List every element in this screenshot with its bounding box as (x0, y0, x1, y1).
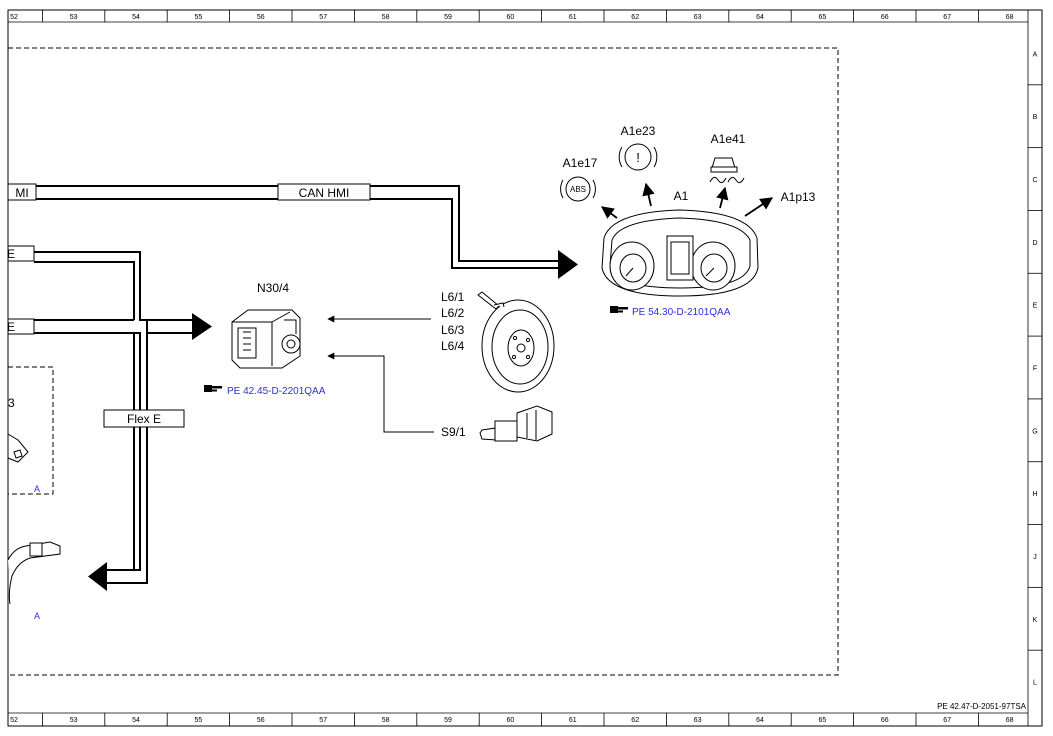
grid-row-label: K (1033, 617, 1038, 624)
document-id: PE 42.47-D-2051-97TSA (937, 702, 1027, 711)
esp-control-unit-icon (231, 309, 301, 369)
esp-skid-warning-icon (709, 157, 745, 184)
grid-column-label: 63 (694, 14, 702, 21)
l6-4-label: L6/4 (441, 339, 465, 353)
grid-column-label: 55 (195, 14, 203, 21)
grid-column-label: 68 (1006, 717, 1014, 724)
grid-column-label: 52 (10, 717, 18, 724)
grid-column-label: 58 (382, 717, 390, 724)
flex-e-label: Flex E (127, 412, 161, 426)
n30-4-label: N30/4 (257, 281, 289, 295)
wheel-speed-sensor-icon (477, 291, 505, 310)
drawing-frame: 52 52 53 53 54 54 55 55 56 56 57 57 58 58 59 59 60 60 61 61… (7, 9, 1043, 727)
a1e23-label: A1e23 (621, 124, 656, 138)
flex-e-arrow-left (88, 562, 107, 591)
cluster-reference-link[interactable]: PE 54.30-D-2101QAA (632, 307, 731, 318)
grid-column-label: 64 (756, 14, 764, 21)
esp-reference-link[interactable]: PE 42.45-D-2201QAA (227, 386, 326, 397)
grid-column-label: 65 (819, 14, 827, 21)
grid-row-label: F (1033, 366, 1037, 373)
grid-row-label: C (1032, 177, 1037, 184)
grid-column-label: 55 (195, 717, 203, 724)
a1p13-label: A1p13 (781, 190, 816, 204)
brake-disc-icon (481, 299, 555, 393)
grid-column-label: 60 (507, 717, 515, 724)
grid-row-label: G (1032, 428, 1037, 435)
hmi-stub-label: MI (15, 186, 28, 200)
can-hmi-bus (36, 185, 559, 269)
grid-row-label: A (1033, 51, 1038, 58)
stub-box-1 (7, 245, 35, 262)
l6-3-label: L6/3 (441, 323, 465, 337)
grid-column-label: 56 (257, 14, 265, 21)
a1e41-label: A1e41 (711, 132, 746, 146)
grid-column-label: 59 (444, 717, 452, 724)
grid-column-label: 64 (756, 717, 764, 724)
hmi-stub-box (7, 183, 37, 201)
grid-row-label: H (1032, 491, 1037, 498)
grid-column-label: 53 (70, 14, 78, 21)
l6-1-label: L6/1 (441, 290, 465, 304)
cluster-reference[interactable]: PE 54.30-D-2101QAA (610, 306, 731, 318)
grid-column-label: 58 (382, 14, 390, 21)
grid-column-label: 54 (132, 14, 140, 21)
instrument-cluster-icon (601, 209, 759, 297)
grid-row-label: D (1032, 240, 1037, 247)
s9-1-label: S9/1 (441, 425, 466, 439)
grid-column-label: 66 (881, 717, 889, 724)
grid-column-label: 67 (943, 717, 951, 724)
brake-glyph: ! (636, 150, 640, 165)
grid-row-label: B (1033, 114, 1038, 121)
grid-row-label: J (1033, 554, 1037, 561)
partial-component-icon (7, 433, 29, 463)
grid-column-label: 67 (943, 14, 951, 21)
can-hmi-label-box (277, 183, 371, 201)
a1-label: A1 (674, 189, 689, 203)
abs-warning-icon (560, 176, 596, 202)
pointing-hand-icon (610, 306, 628, 313)
brake-warning-icon (618, 143, 658, 171)
pointing-hand-icon (204, 385, 222, 392)
grid-column-label: 56 (257, 717, 265, 724)
grid-row-label: E (1033, 303, 1038, 310)
grid-column-label: 65 (819, 717, 827, 724)
grid-column-label: 59 (444, 14, 452, 21)
grid-column-label: 63 (694, 717, 702, 724)
sensor-signal-lines (327, 315, 434, 433)
can-hmi-label: CAN HMI (299, 186, 350, 200)
grid-column-label: 54 (132, 717, 140, 724)
l6-2-label: L6/2 (441, 306, 465, 320)
grid-column-label: 53 (70, 717, 78, 724)
partial-ref-2: A (34, 611, 40, 621)
grid-column-label: 61 (569, 717, 577, 724)
labels: CAN HMI MI Flex E E E N30/4 A1 A1e17 A1e… (7, 124, 816, 621)
flex-e-label-box (103, 409, 185, 428)
partial-steering-icon (7, 541, 61, 605)
grid-column-label: 66 (881, 14, 889, 21)
stub-box-2 (7, 318, 35, 335)
grid-column-label: 60 (507, 14, 515, 21)
abs-glyph: ABS (570, 185, 586, 194)
esp-reference[interactable]: PE 42.45-D-2201QAA (204, 385, 326, 397)
flex-e-arrow-right (192, 313, 212, 340)
grid-column-label: 62 (631, 717, 639, 724)
grid-column-label: 61 (569, 14, 577, 21)
grid-row-label: L (1033, 680, 1037, 687)
indicator-arrows (600, 182, 774, 219)
can-hmi-arrow (558, 250, 578, 279)
brake-light-switch-icon (479, 405, 553, 442)
grid-column-label: 62 (631, 14, 639, 21)
grid-column-label: 68 (1006, 14, 1014, 21)
grid-column-label: 52 (10, 14, 18, 21)
grid-column-label: 57 (319, 717, 327, 724)
a1e17-label: A1e17 (563, 156, 598, 170)
stub-label-1: E (7, 247, 15, 261)
module-boundaries (8, 47, 839, 676)
partial-label-b: 3 (8, 396, 15, 410)
stub-label-2: E (7, 320, 15, 334)
grid-column-label: 57 (319, 14, 327, 21)
partial-ref-1: A (34, 484, 40, 494)
